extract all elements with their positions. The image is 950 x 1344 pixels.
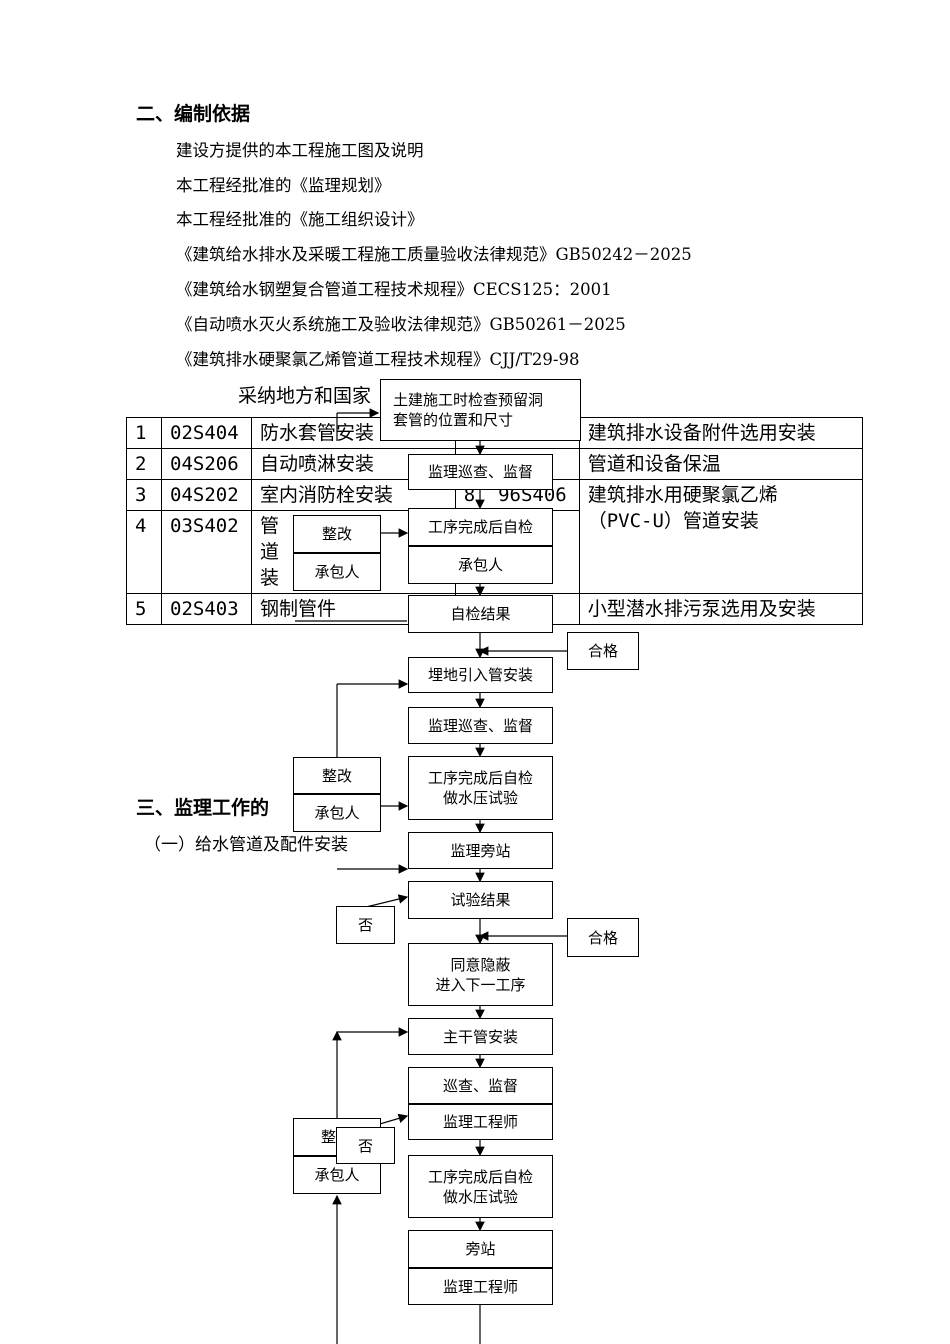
- basis-item: 《建筑给水排水及采暖工程施工质量验收法律规范》GB50242－2025: [176, 245, 692, 264]
- rectify-box: 整改: [293, 757, 381, 794]
- section-3-title: 三、监理工作的: [136, 797, 270, 819]
- contractor-box: 承包人: [293, 794, 381, 832]
- row-no: 3: [126, 479, 162, 511]
- pass-box: 合格: [567, 918, 639, 957]
- row-right: 建筑排水设备附件选用安装: [578, 417, 864, 449]
- patrol-box: 监理巡查、监督: [408, 707, 553, 744]
- contractor-box: 承包人: [408, 546, 553, 584]
- selfcheck-pressure-box: 工序完成后自检 做水压试验: [408, 756, 553, 820]
- row-no: 2: [126, 448, 162, 480]
- row-code: 03S402: [161, 510, 252, 594]
- check-sleeve-box: 土建施工时检查预留洞 套管的位置和尺寸: [380, 379, 581, 441]
- patrol-box: 监理巡查、监督: [408, 454, 553, 490]
- table-row: 1 02S404 防水套管安装 建筑排水设备附件选用安装: [126, 417, 864, 449]
- test-result-box: 试验结果: [408, 881, 553, 919]
- section-2-title: 二、编制依据: [136, 103, 251, 125]
- row-right: 管道和设备保温: [578, 448, 864, 480]
- row-no: 4: [126, 510, 162, 594]
- rectify-box: 整改: [293, 515, 381, 553]
- main-pipe-box: 主干管安装: [408, 1018, 553, 1055]
- standards-intro: 采纳地方和国家: [238, 385, 372, 407]
- basis-item: 本工程经批准的《施工组织设计》: [176, 210, 424, 229]
- basis-item: 《自动喷水灭火系统施工及验收法律规范》GB50261－2025: [176, 315, 626, 334]
- basis-item: 《建筑排水硬聚氯乙烯管道工程技术规程》CJJ/T29-98: [176, 350, 580, 369]
- selfcheck-result-box: 自检结果: [408, 595, 553, 633]
- patrol-box: 巡查、监督: [408, 1067, 553, 1104]
- no-box: 否: [336, 906, 395, 944]
- basis-item: 建设方提供的本工程施工图及说明: [176, 141, 424, 160]
- row-code: 02S403: [161, 593, 252, 625]
- row-no: 5: [126, 593, 162, 625]
- basis-item: 本工程经批准的《监理规划》: [176, 176, 391, 195]
- supervising-engineer-box: 监理工程师: [408, 1268, 553, 1305]
- mid-fragment: 8: [463, 484, 476, 506]
- supervising-engineer-box: 监理工程师: [408, 1104, 553, 1140]
- station-box: 旁站: [408, 1230, 553, 1268]
- agree-conceal-box: 同意隐蔽 进入下一工序: [408, 943, 553, 1006]
- supervise-station-box: 监理旁站: [408, 832, 553, 869]
- section-3-subtitle: （一）给水管道及配件安装: [144, 835, 348, 855]
- no-box: 否: [336, 1127, 395, 1164]
- selfcheck-pressure-box: 工序完成后自检 做水压试验: [408, 1155, 553, 1218]
- pass-box: 合格: [567, 632, 639, 670]
- row-right: 小型潜水排污泵选用及安装: [578, 593, 864, 625]
- selfcheck-box: 工序完成后自检: [408, 508, 553, 546]
- buried-pipe-box: 埋地引入管安装: [408, 657, 553, 693]
- row-right: 建筑排水用硬聚氯乙烯（PVC-U）管道安装: [578, 479, 864, 594]
- basis-item: 《建筑给水钢塑复合管道工程技术规程》CECS125：2001: [176, 280, 612, 299]
- contractor-box: 承包人: [293, 553, 381, 591]
- row-code: 02S404: [161, 417, 252, 449]
